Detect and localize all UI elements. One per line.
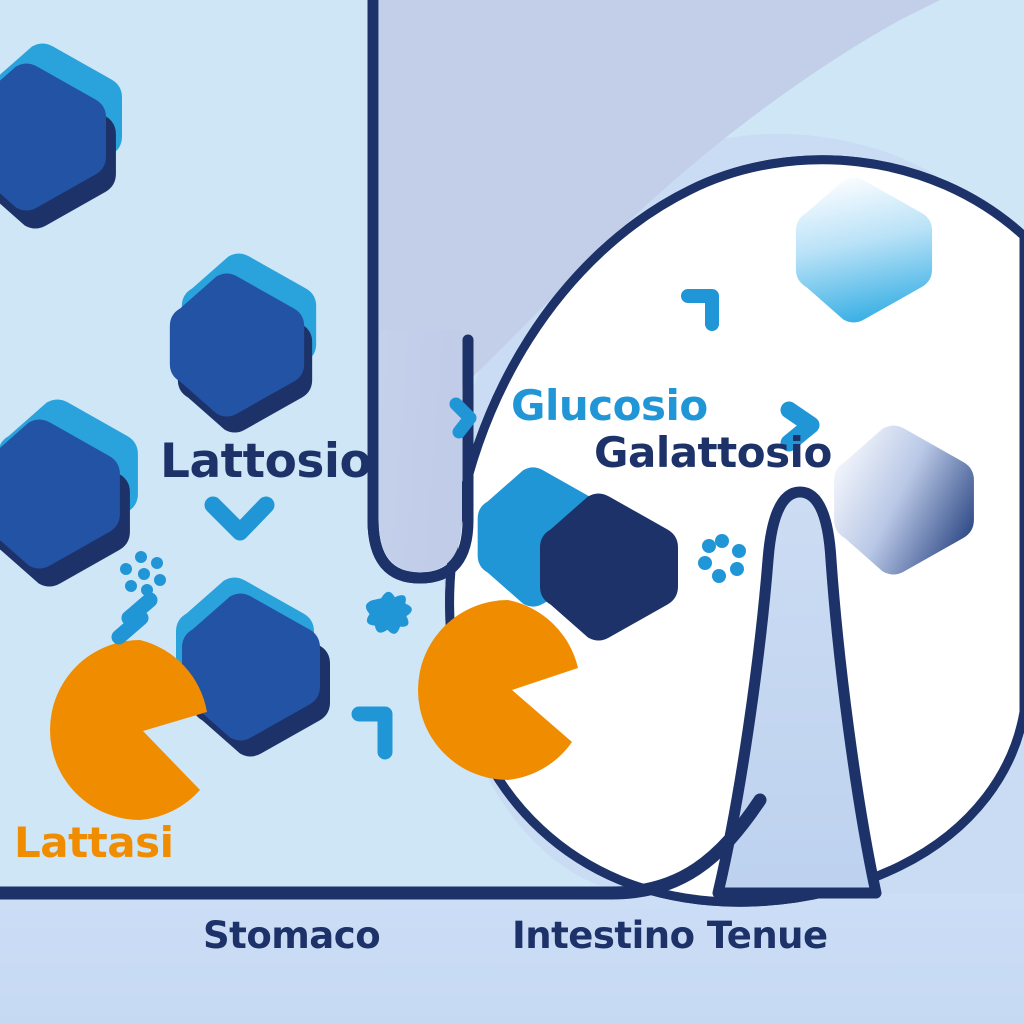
dot-ring-icon [698,534,746,583]
label-intestino-tenue: Intestino Tenue [512,914,828,957]
corner-bracket-icon [681,289,719,331]
chevron-right-icon [780,401,820,452]
dot-ring-icon [120,551,166,596]
esophagus-tube-outline [367,0,474,584]
stomach-funnel-edge [474,0,504,240]
pacman-orange-icon [418,600,578,780]
pacman-orange-icon [50,640,207,820]
chevron-down-icon [204,496,275,541]
stomach-upper-body [379,0,940,470]
label-galattosio: Galattosio [594,428,832,477]
organ-baseline [0,793,767,900]
esophagus-tube-fill [379,0,462,572]
label-lattasi: Lattasi [14,818,174,867]
label-stomaco: Stomaco [203,914,381,957]
intestinal-villus [712,486,882,899]
label-strip-background [0,893,1024,1024]
corner-bracket-icon [351,706,393,760]
chevron-right-icon [449,397,477,439]
capsule-icon [111,592,158,645]
label-lattosio: Lattosio [160,434,372,489]
star-splat-icon [365,591,412,634]
label-glucosio: Glucosio [511,381,708,430]
